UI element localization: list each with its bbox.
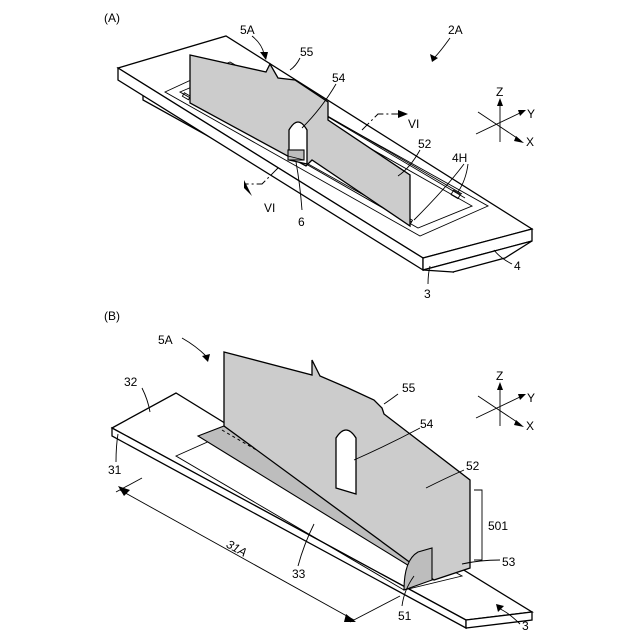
label-31: 31 (108, 463, 122, 477)
leader-5a-b-arrow (202, 354, 210, 362)
figure-a: (A) VI VI (104, 11, 535, 301)
section-arrow-bottom (244, 180, 252, 196)
label-501: 501 (488, 519, 508, 533)
label-32: 32 (124, 375, 138, 389)
section-label-top: VI (408, 117, 419, 131)
label-55: 55 (300, 45, 314, 59)
dim-31a-arrow-2 (344, 614, 356, 622)
label-6: 6 (298, 215, 305, 229)
leader-5a (252, 36, 264, 54)
axis-z-a: Z (496, 85, 503, 99)
label-53: 53 (502, 555, 516, 569)
dim-31a-ext-2 (350, 596, 400, 622)
label-2a: 2A (448, 23, 463, 37)
bracket-501 (474, 490, 482, 560)
leader-55 (290, 58, 300, 70)
label-4h: 4H (452, 151, 467, 165)
leader-2a (434, 38, 450, 58)
panel-label-a: (A) (104, 11, 120, 25)
opening-54-b (336, 430, 356, 494)
leader-55-b (384, 394, 398, 404)
axis-y-a: Y (527, 107, 535, 121)
latch-6 (288, 150, 304, 160)
figure-b: (B) (104, 309, 535, 633)
label-5a-b: 5A (158, 333, 173, 347)
label-52-b: 52 (466, 459, 480, 473)
label-31a: 31A (224, 537, 249, 560)
leader-5a-b (182, 338, 206, 356)
label-51: 51 (398, 609, 412, 623)
label-3-a: 3 (424, 287, 431, 301)
label-4: 4 (514, 259, 521, 273)
label-33: 33 (292, 567, 306, 581)
label-5a: 5A (240, 23, 255, 37)
label-3-b: 3 (522, 619, 529, 633)
axis-y-b: Y (527, 391, 535, 405)
panel-label-b: (B) (104, 309, 120, 323)
label-54-b: 54 (420, 417, 434, 431)
label-52: 52 (418, 137, 432, 151)
axis-triad-a: Z Y X (476, 85, 535, 149)
axis-x-b: X (526, 419, 534, 433)
axis-x-a: X (526, 135, 534, 149)
label-55-b: 55 (402, 381, 416, 395)
axis-triad-b: Z Y X (476, 369, 535, 433)
section-label-bottom: VI (264, 201, 275, 215)
axis-z-b: Z (496, 369, 503, 383)
section-arrow-top (398, 110, 408, 118)
label-54: 54 (332, 71, 346, 85)
